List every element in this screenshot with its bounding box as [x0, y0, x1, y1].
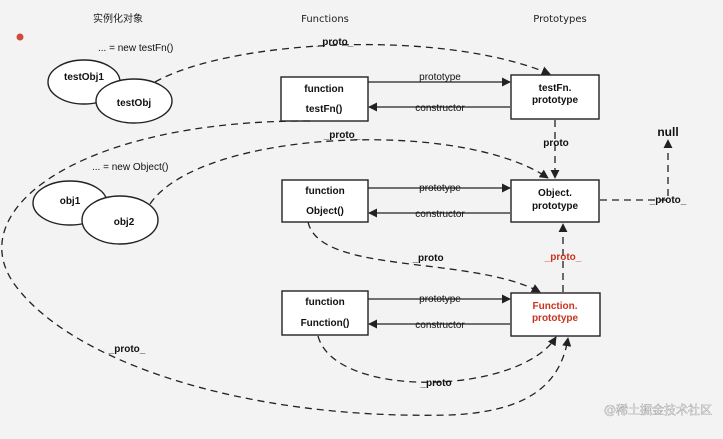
- object-box-line1: function: [305, 186, 344, 197]
- object-proto-line2: prototype: [532, 201, 579, 212]
- testfn-box-line1: function: [304, 84, 343, 95]
- label-function-prototype: prototype: [419, 294, 461, 305]
- header-instances: 实例化对象: [93, 12, 143, 25]
- obj1-label: obj1: [60, 196, 81, 207]
- dash-object-fn-to-function-prototype: [307, 221, 541, 293]
- red-dot-icon: [16, 33, 24, 41]
- testfn-proto-line1: testFn.: [539, 83, 572, 94]
- dash-object-proto-to-null: [600, 139, 673, 201]
- prototype-box-object: Object. prototype: [510, 179, 600, 223]
- watermark: @稀土掘金技术社区: [604, 402, 712, 417]
- testobj-label: testObj: [117, 98, 152, 109]
- dash-function-fn-to-function-prototype: [317, 335, 557, 383]
- function-box-function: function Function(): [281, 290, 369, 336]
- label-object-constructor: constructor: [415, 209, 465, 220]
- function-box-line2: Function(): [301, 318, 350, 329]
- object-proto-line1: Object.: [538, 188, 572, 199]
- instance-testobj: testObj: [95, 78, 173, 124]
- label-proto-object-fn: _proto: [411, 253, 443, 264]
- null-label: null: [657, 125, 678, 139]
- object-box-line2: Object(): [306, 206, 344, 217]
- object-new-label: ... = new Object(): [92, 162, 168, 173]
- prototype-box-function: Function. prototype: [510, 292, 601, 337]
- label-proto-object-null: _proto_: [649, 195, 687, 206]
- label-proto-top: _proto_: [316, 37, 354, 48]
- testfn-proto-line2: prototype: [532, 95, 579, 106]
- header-functions: Functions: [301, 14, 349, 25]
- obj2-label: obj2: [114, 217, 135, 228]
- testfn-new-label: ... = new testFn(): [98, 43, 173, 54]
- function-proto-line1: Function.: [533, 301, 578, 312]
- label-proto-mid: _proto_: [323, 130, 361, 141]
- function-box-line1: function: [305, 297, 344, 308]
- label-testfn-prototype: prototype: [419, 72, 461, 83]
- label-function-constructor: constructor: [415, 320, 465, 331]
- function-proto-line2: prototype: [532, 313, 579, 324]
- instance-obj2: obj2: [81, 195, 159, 245]
- label-testfn-constructor: constructor: [415, 103, 465, 114]
- dash-testobj-to-testfn-prototype: [154, 43, 551, 83]
- label-proto-left: _proto_: [108, 344, 146, 355]
- testobj1-label: testObj1: [64, 72, 104, 83]
- label-proto-function-red: _proto_: [544, 252, 582, 263]
- label-proto-function-self: _proto: [419, 378, 451, 389]
- function-box-object: function Object(): [281, 179, 369, 223]
- header-prototypes: Prototypes: [533, 14, 586, 25]
- label-proto-testfn: proto: [543, 138, 569, 149]
- testfn-box-line2: testFn(): [306, 104, 343, 115]
- prototype-box-testfn: testFn. prototype: [510, 74, 600, 120]
- label-object-prototype: prototype: [419, 183, 461, 194]
- function-box-testfn: function testFn(): [280, 76, 369, 122]
- dash-obj2-to-object-prototype: [149, 139, 549, 205]
- dash-testfn-fn-to-function-prototype: [1, 120, 572, 416]
